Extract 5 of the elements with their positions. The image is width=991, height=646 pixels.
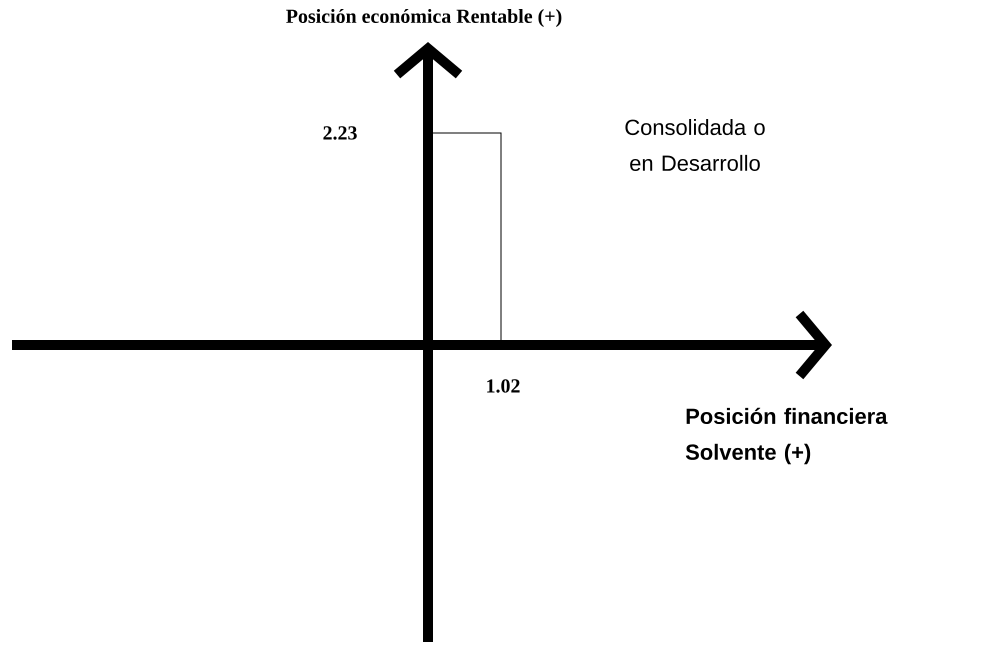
tick-label: 1.02 [487,379,520,393]
axis-label: Posición económica Rentable (+) [286,8,562,28]
quadrant-label: Consolidada o en Desarrollo [625,119,765,171]
axis-label: Posición financiera Solvente (+) [686,408,888,464]
tick-label: 2.23 [323,126,357,140]
